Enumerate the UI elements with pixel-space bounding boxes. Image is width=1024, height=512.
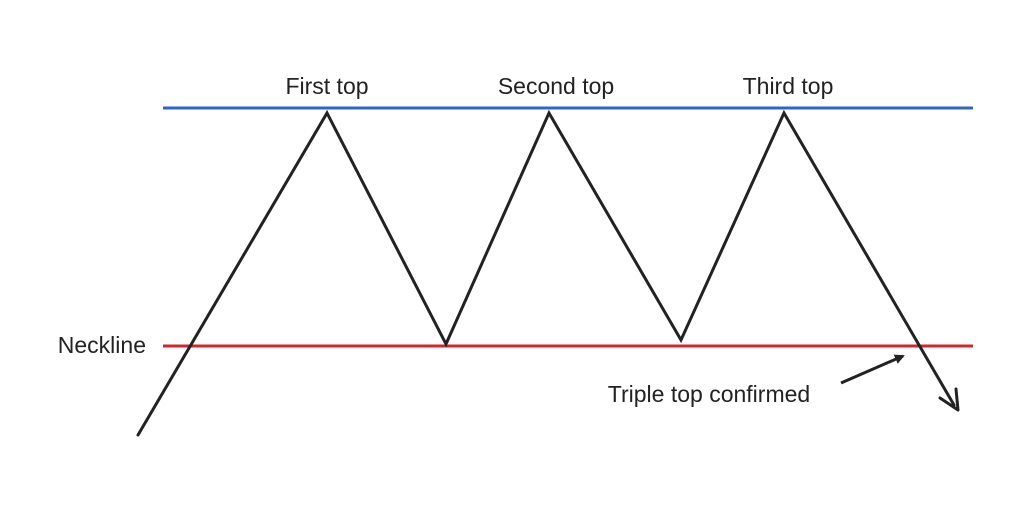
neckline-label: Neckline bbox=[58, 332, 146, 358]
confirmation-pointer-arrow bbox=[840, 354, 905, 385]
confirmation-label: Triple top confirmed bbox=[608, 381, 810, 407]
price-path bbox=[136, 109, 956, 437]
third-top-label: Third top bbox=[743, 73, 834, 99]
first-top-label: First top bbox=[285, 73, 368, 99]
second-top-label: Second top bbox=[498, 73, 614, 99]
price-path-arrowhead bbox=[938, 387, 960, 412]
